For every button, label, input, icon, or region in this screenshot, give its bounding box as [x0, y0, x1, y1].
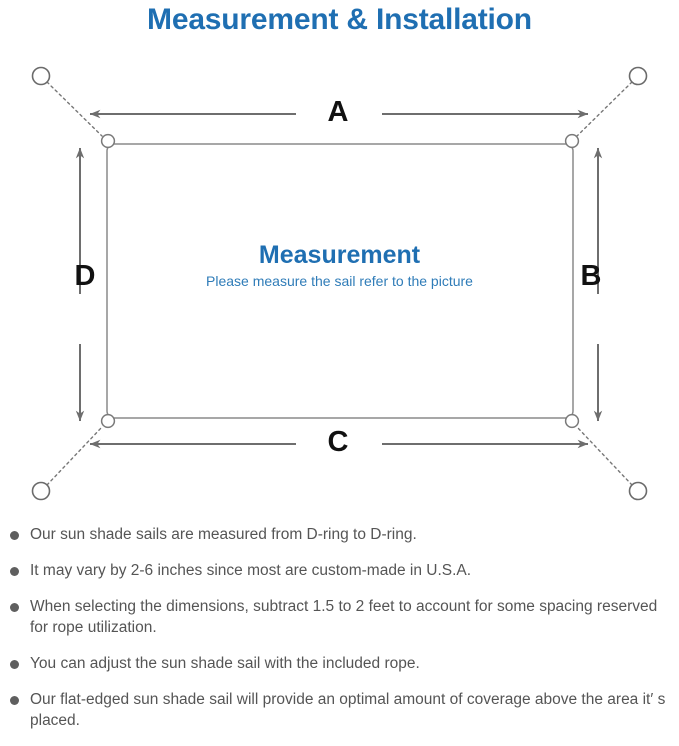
- shade-sail-measurement-diagram: [0, 44, 679, 514]
- d-rings: [100, 133, 580, 429]
- bullet-icon: [10, 567, 19, 576]
- note-text: Our flat-edged sun shade sail will provi…: [30, 691, 666, 729]
- list-item: Our flat-edged sun shade sail will provi…: [0, 689, 679, 731]
- rope-line-top-right: [576, 81, 633, 137]
- bullet-icon: [10, 531, 19, 540]
- bullet-icon: [10, 696, 19, 705]
- bullet-icon: [10, 660, 19, 669]
- anchor-top-right-icon: [628, 66, 648, 86]
- list-item: You can adjust the sun shade sail with t…: [0, 653, 679, 674]
- d-ring-top-right-icon: [564, 133, 580, 149]
- dimension-label-b: B: [580, 260, 602, 292]
- d-ring-bottom-left-icon: [100, 413, 116, 429]
- note-text: You can adjust the sun shade sail with t…: [30, 655, 420, 672]
- diagram-canvas: [31, 66, 648, 501]
- list-item: It may vary by 2-6 inches since most are…: [0, 560, 679, 581]
- page-title: Measurement & Installation: [147, 3, 532, 36]
- rope-line-bottom-right: [576, 426, 633, 486]
- note-text: Our sun shade sails are measured from D-…: [30, 526, 417, 543]
- rope-line-bottom-left: [46, 426, 103, 486]
- dimension-label-c: C: [327, 426, 349, 458]
- d-ring-bottom-right-icon: [564, 413, 580, 429]
- anchor-bottom-left-icon: [31, 481, 51, 501]
- list-item: Our sun shade sails are measured from D-…: [0, 524, 679, 545]
- note-text: It may vary by 2-6 inches since most are…: [30, 562, 472, 579]
- shade-sail-body: [106, 143, 574, 419]
- dimension-label-a: A: [327, 96, 349, 128]
- dimension-label-d: D: [74, 260, 96, 292]
- anchor-points: [31, 66, 648, 501]
- d-ring-top-left-icon: [100, 133, 116, 149]
- notes-list: Our sun shade sails are measured from D-…: [0, 524, 679, 746]
- anchor-bottom-right-icon: [628, 481, 648, 501]
- rope-lines: [46, 81, 633, 486]
- bullet-icon: [10, 603, 19, 612]
- list-item: When selecting the dimensions, subtract …: [0, 596, 679, 638]
- anchor-top-left-icon: [31, 66, 51, 86]
- rope-line-top-left: [46, 81, 103, 137]
- dimension-arrows: [75, 109, 603, 449]
- note-text: When selecting the dimensions, subtract …: [30, 598, 658, 636]
